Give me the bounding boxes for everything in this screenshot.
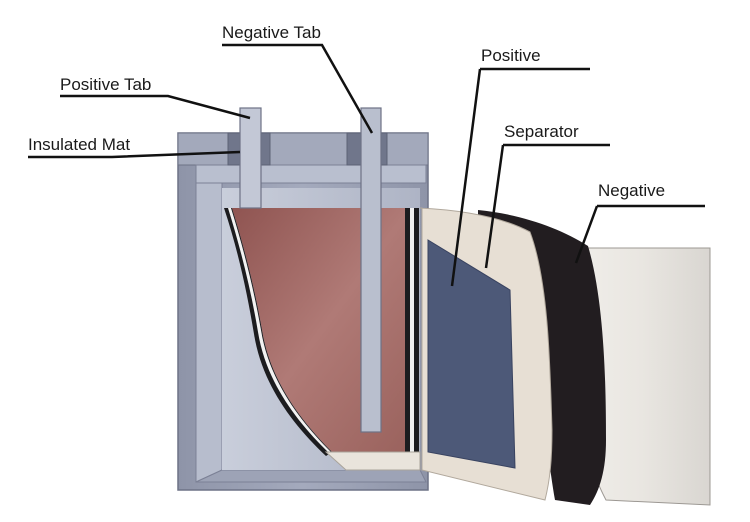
label-positive: Positive <box>481 46 541 65</box>
unrolled-positive-layer <box>427 239 516 469</box>
positive-tab-shape <box>239 107 262 209</box>
negative-leader <box>574 204 705 264</box>
leader-lines <box>28 43 705 287</box>
label-insulated-mat: Insulated Mat <box>28 135 130 154</box>
positive-tab-leader <box>60 94 251 120</box>
label-negative: Negative <box>598 181 665 200</box>
negative-tab-shape <box>360 107 382 433</box>
insulated-mat-leader <box>28 150 241 159</box>
negative-tab-leader <box>222 43 374 134</box>
label-positive-tab: Positive Tab <box>60 75 151 94</box>
separator-leader <box>484 143 610 269</box>
positive-leader <box>450 67 590 287</box>
label-negative-tab: Negative Tab <box>222 23 321 42</box>
label-separator: Separator <box>504 122 579 141</box>
